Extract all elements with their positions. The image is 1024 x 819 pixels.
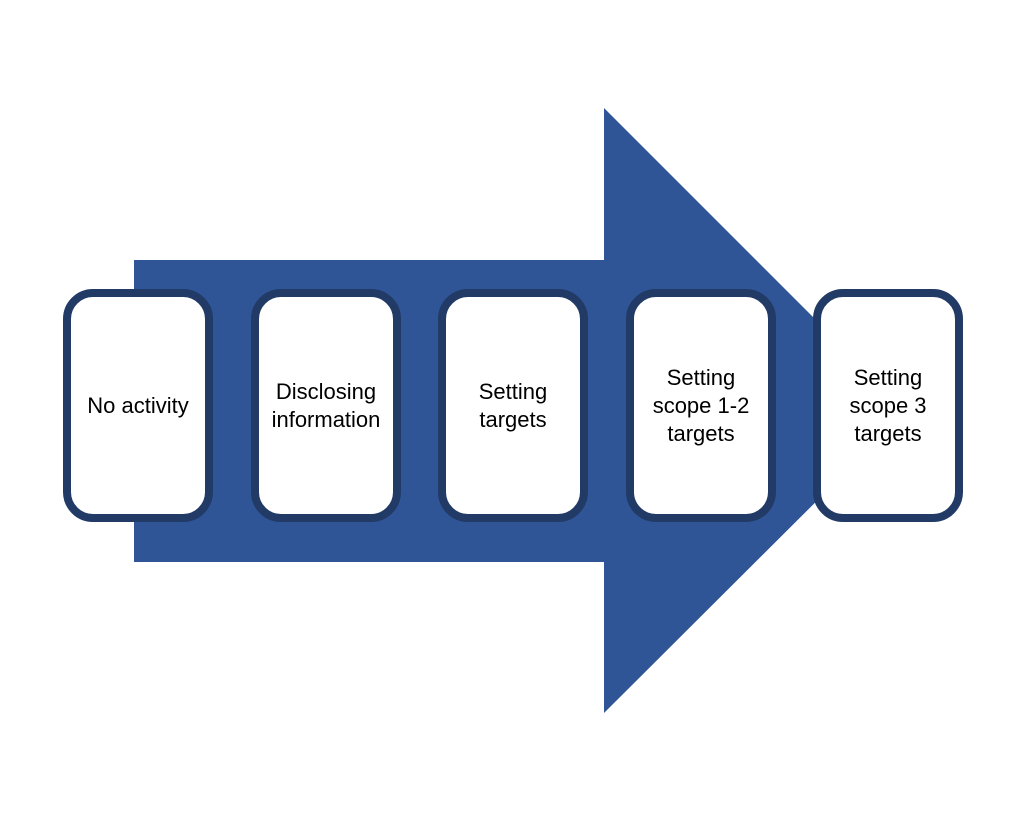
step-box-no-activity: No activity [63, 289, 213, 522]
step-box-disclosing-information: Disclosing information [251, 289, 401, 522]
step-box-setting-targets: Setting targets [438, 289, 588, 522]
step-label: No activity [87, 392, 189, 418]
step-label: Disclosing information [271, 378, 381, 432]
step-box-setting-scope-3-targets: Setting scope 3 targets [813, 289, 963, 522]
step-label: Setting scope 1-2 targets [652, 364, 750, 446]
step-label: Setting scope 3 targets [849, 364, 927, 446]
step-label: Setting targets [478, 378, 548, 432]
step-box-setting-scope-1-2-targets: Setting scope 1-2 targets [626, 289, 776, 522]
